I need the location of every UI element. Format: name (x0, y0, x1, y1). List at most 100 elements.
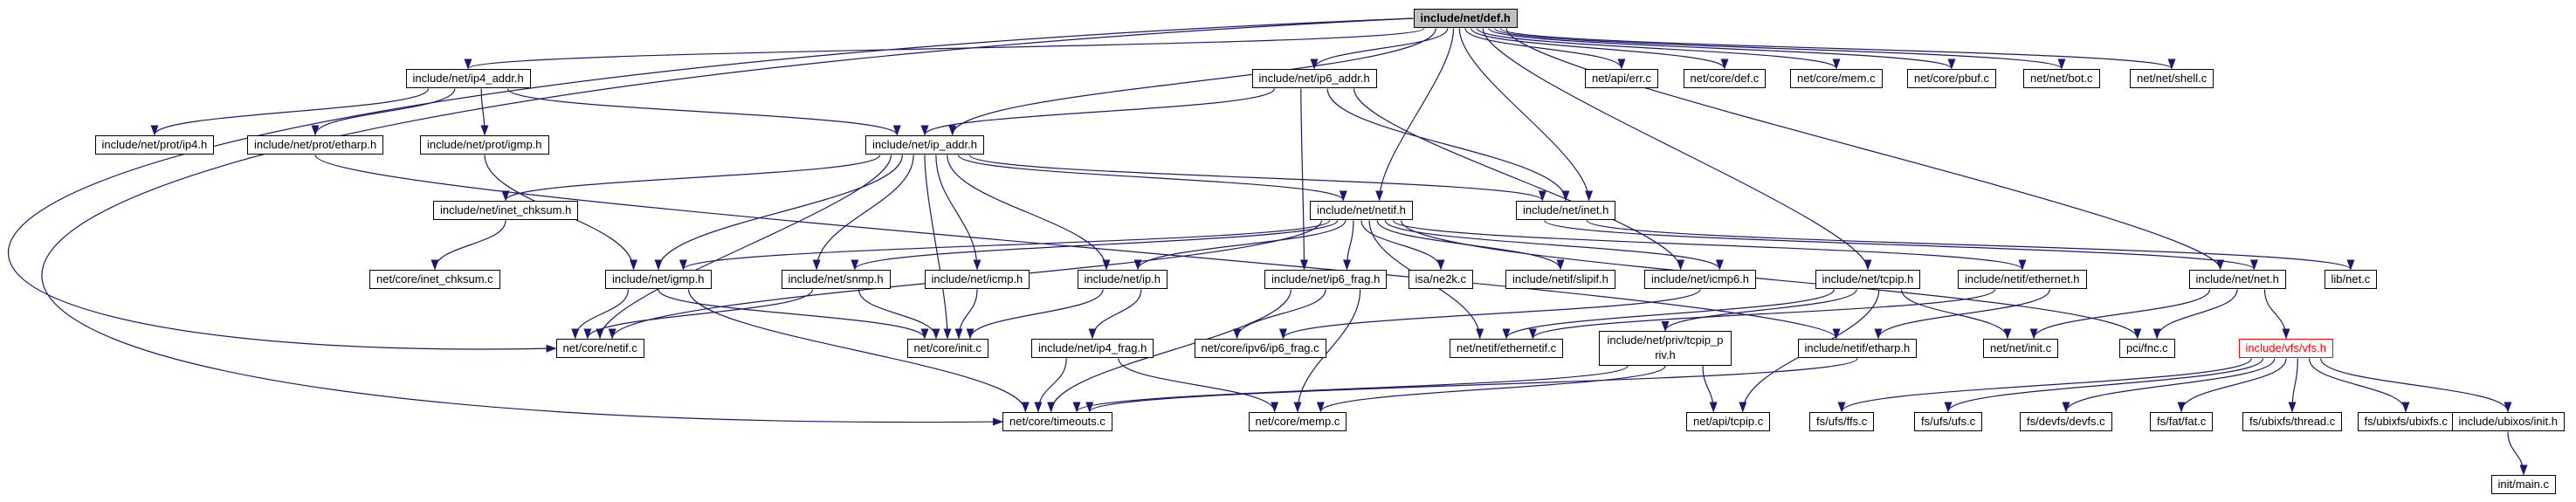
edge-vfs_h-fat_c (2177, 358, 2287, 413)
graph-node-tcpip_h[interactable]: include/net/tcpip.h (1815, 269, 1921, 290)
edge-vfs_h-ufs_c (1944, 358, 2264, 413)
graph-node-pci_fnc[interactable]: pci/fnc.c (2119, 338, 2175, 359)
graph-node-core_mem[interactable]: net/core/mem.c (1790, 68, 1883, 89)
graph-node-main_c[interactable]: init/main.c (2490, 474, 2557, 495)
edge-ip4_addr-ip_addr (506, 88, 901, 136)
graph-node-ethernetif_c[interactable]: net/netif/ethernetif.c (1450, 338, 1564, 359)
graph-node-igmp_h[interactable]: include/net/igmp.h (605, 269, 712, 290)
edge-ip6_addr-inet_h (1326, 88, 1570, 202)
edge-def-core_netif (7, 17, 1414, 353)
edge-snmp_h-core_init (858, 289, 940, 340)
edge-ip6_addr-ip6_frag_h (1299, 88, 1308, 271)
edge-tcpip_priv_h-api_tcpip (1702, 365, 1718, 413)
graph-node-ip_h[interactable]: include/net/ip.h (1077, 269, 1167, 290)
graph-node-prot_etharp[interactable]: include/net/prot/etharp.h (247, 134, 384, 155)
graph-node-vfs_h[interactable]: include/vfs/vfs.h (2238, 338, 2333, 359)
edge-def-netif_h (1375, 28, 1455, 202)
edge-ip6_frag_h-ip6_frag_c (1233, 289, 1326, 340)
edge-etharp_h-timeouts_c (1085, 357, 1858, 413)
edge-tcpip_priv_h-timeouts_c (1072, 365, 1629, 413)
edge-def-net_shell (1499, 27, 2176, 70)
edge-ip_addr-igmp_h (654, 155, 903, 271)
graph-node-inet_h[interactable]: include/net/inet.h (1516, 200, 1616, 221)
graph-node-api_tcpip[interactable]: net/api/tcpip.c (1686, 411, 1771, 432)
graph-node-ne2k[interactable]: isa/ne2k.c (1408, 269, 1474, 290)
edge-ip4_addr-prot_ip4 (150, 88, 430, 136)
edge-igmp_h-timeouts_c (687, 289, 1030, 413)
graph-node-ubixfs_c[interactable]: fs/ubixfs/ubixfs.c (2357, 411, 2455, 432)
graph-node-ip_addr[interactable]: include/net/ip_addr.h (865, 134, 984, 155)
edge-netif_h-ne2k (1360, 220, 1445, 271)
graph-node-net_init[interactable]: net/net/init.c (1983, 338, 2059, 359)
edge-ip_addr-icmp_h (935, 155, 981, 271)
graph-node-prot_ip4[interactable]: include/net/prot/ip4.h (94, 134, 215, 155)
edge-netif_h-ip6_frag_h (1343, 220, 1354, 271)
edge-def-inet_h (1458, 28, 1594, 202)
edge-icmp6_h-ip6_frag_c (1279, 289, 1701, 340)
edge-tcpip_h-tcpip_priv_h (1661, 289, 1857, 332)
edge-netif_h-igmp_h (679, 219, 1331, 271)
graph-node-timeouts_c[interactable]: net/core/timeouts.c (1002, 411, 1112, 432)
graph-node-devfs_c[interactable]: fs/devfs/devfs.c (2020, 411, 2112, 432)
edge-ip6_addr-ip_addr (920, 88, 1276, 136)
graph-node-prot_igmp[interactable]: include/net/prot/igmp.h (420, 134, 549, 155)
graph-node-ip6_addr[interactable]: include/net/ip6_addr.h (1251, 68, 1377, 89)
graph-node-icmp6_h[interactable]: include/net/icmp6.h (1644, 269, 1757, 290)
graph-node-net_h[interactable]: include/net/net.h (2188, 269, 2286, 290)
graph-node-thread_c[interactable]: fs/ubixfs/thread.c (2242, 411, 2343, 432)
edge-ip4_frag_h-memp_c (1118, 358, 1279, 413)
edge-def-core_mem (1476, 27, 1841, 70)
graph-node-net_shell[interactable]: net/net/shell.c (2130, 68, 2214, 89)
edge-ip_h-ip4_frag_h (1088, 289, 1142, 340)
edge-vfs_h-ubixfs_c (2308, 358, 2410, 413)
graph-node-lib_net[interactable]: lib/net.c (2324, 269, 2378, 290)
graph-node-fat_c[interactable]: fs/fat/fat.c (2150, 411, 2214, 432)
graph-node-ip4_frag_h[interactable]: include/net/ip4_frag.h (1031, 338, 1154, 359)
edge-def-ip_addr (948, 28, 1436, 136)
graph-node-api_err[interactable]: net/api/err.c (1585, 68, 1658, 89)
graph-node-core_def[interactable]: net/core/def.c (1683, 68, 1767, 89)
graph-node-snmp_h[interactable]: include/net/snmp.h (781, 269, 891, 290)
edge-netif_h-pci_fnc (1400, 220, 2142, 340)
graph-node-tcpip_priv_h[interactable]: include/net/priv/tcpip_priv.h (1599, 331, 1732, 366)
graph-node-ufs_c[interactable]: fs/ufs/ufs.c (1914, 411, 1983, 432)
edge-vfs_h-ffs_c (1837, 358, 2252, 413)
edge-def-net_h (1505, 28, 2224, 271)
edge-netif_h-snmp_h (851, 219, 1339, 271)
graph-node-net_bot[interactable]: net/net/bot.c (2023, 68, 2100, 89)
graph-node-core_netif[interactable]: net/core/netif.c (555, 338, 644, 359)
graph-node-ubixos_init_h[interactable]: include/ubixos/init.h (2451, 411, 2565, 432)
graph-node-core_pbuf[interactable]: net/core/pbuf.c (1907, 68, 1996, 89)
edge-group (7, 17, 2528, 476)
edge-net_h-net_init (2029, 289, 2211, 340)
graph-node-ip6_frag_h[interactable]: include/net/ip6_frag.h (1264, 269, 1388, 290)
edge-inet_chksum_h-core_inet_chksum (430, 220, 506, 271)
edge-net_h-vfs_h (2263, 289, 2290, 340)
graph-node-netif_h[interactable]: include/net/netif.h (1310, 200, 1413, 221)
edge-ethernet_h-etharp_h (1874, 289, 2051, 340)
edge-tcpip_h-net_init (1900, 289, 2012, 340)
edge-def-net_bot (1494, 27, 2066, 70)
edge-def-tcpip_h (1482, 28, 1872, 271)
edge-vfs_h-thread_c (2288, 358, 2298, 413)
edge-vfs_h-devfs_c (2062, 358, 2276, 413)
graph-node-inet_chksum_h[interactable]: include/net/inet_chksum.h (433, 200, 579, 221)
graph-node-core_init[interactable]: net/core/init.c (906, 338, 988, 359)
graph-node-etharp_h[interactable]: include/netif/etharp.h (1797, 338, 1918, 359)
graph-node-icmp_h[interactable]: include/net/icmp.h (924, 269, 1030, 290)
graph-node-slipif_h[interactable]: include/netif/slipif.h (1505, 269, 1615, 290)
edge-ip4_frag_h-timeouts_c (1034, 358, 1067, 413)
graph-node-core_inet_chksum[interactable]: net/core/inet_chksum.c (369, 269, 500, 290)
graph-node-ip4_addr[interactable]: include/net/ip4_addr.h (405, 68, 531, 89)
graph-node-memp_c[interactable]: net/core/memp.c (1248, 411, 1347, 432)
edge-ip_addr-netif_h (957, 155, 1347, 202)
graph-node-ip6_frag_c[interactable]: net/core/ipv6/ip6_frag.c (1194, 338, 1326, 359)
edge-ip6_frag_h-memp_c (1293, 289, 1361, 413)
edge-ip_addr-inet_h (968, 154, 1546, 202)
graph-node-ffs_c[interactable]: fs/ufs/ffs.c (1809, 411, 1875, 432)
graph-node-ethernet_h[interactable]: include/netif/ethernet.h (1958, 269, 2087, 290)
edge-ubixos_init_h-main_c (2507, 431, 2528, 476)
edge-tcpip_h-ethernetif_c (1502, 289, 1836, 340)
